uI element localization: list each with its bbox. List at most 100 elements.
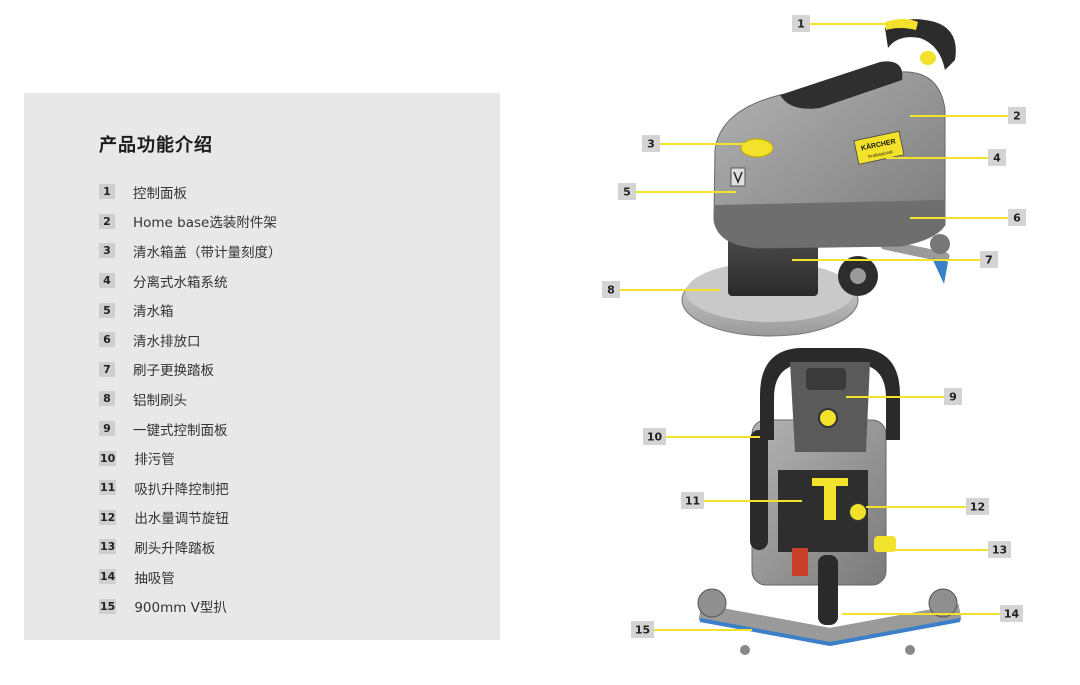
feature-number: 6 (99, 332, 115, 348)
feature-item: 11 吸扒升降控制把 (99, 473, 282, 503)
feature-label: 清水箱 (133, 304, 174, 321)
feature-item: 1 控制面板 (99, 177, 282, 207)
callout-box-12 (966, 498, 989, 515)
feature-label: 抽吸管 (134, 570, 175, 587)
callout-number-10: 10 (647, 431, 663, 444)
feature-item: 15 900mm V型扒 (99, 591, 282, 621)
callout-box-6 (1008, 209, 1026, 226)
callout-box-9 (944, 388, 962, 405)
feature-number: 4 (99, 273, 115, 289)
feature-item: 10 排污管 (99, 443, 282, 473)
water-flow-knob (848, 502, 868, 522)
feature-number: 12 (99, 509, 117, 525)
callout-number-1: 1 (797, 18, 805, 31)
feature-number: 14 (99, 569, 117, 585)
callout-box-5 (618, 183, 636, 200)
handle-yellow-grip (885, 19, 918, 30)
feature-item: 7 刷子更换踏板 (99, 355, 282, 385)
feature-item: 12 出水量调节旋钮 (99, 503, 282, 533)
feature-label: 铝制刷头 (133, 392, 187, 409)
feature-number: 7 (99, 361, 115, 377)
power-button-icon (818, 408, 838, 428)
feature-number: 1 (99, 184, 115, 200)
caster-left (740, 645, 750, 655)
callout-box-10 (643, 428, 666, 445)
handle-knob (920, 51, 936, 65)
tank-lid (780, 61, 903, 109)
panel-display (806, 368, 846, 390)
wheel-hub (850, 268, 866, 284)
scrubber-rear-view (697, 348, 962, 655)
feature-label: 刷子更换踏板 (133, 363, 214, 380)
callout-number-6: 6 (1013, 212, 1021, 225)
callout-box-13 (988, 541, 1011, 558)
callout-number-5: 5 (623, 186, 631, 199)
brush-lift-pedal (874, 536, 896, 552)
callouts: 1 2 3 4 5 6 7 8 9 10 (602, 15, 1026, 638)
scrubber-side-view: KÄRCHER Professional (681, 19, 956, 337)
squeegee-right-wheel (928, 588, 958, 618)
feature-item: 8 铝制刷头 (99, 384, 282, 414)
feature-item: 3 清水箱盖（带计量刻度） (99, 236, 282, 266)
feature-item: 14 抽吸管 (99, 562, 282, 592)
callout-number-11: 11 (685, 495, 700, 508)
v-squeegee-blade (699, 618, 961, 646)
callout-number-13: 13 (992, 544, 1007, 557)
feature-label: 出水量调节旋钮 (134, 511, 229, 528)
squeegee-blade (932, 258, 948, 284)
callout-box-11 (681, 492, 704, 509)
feature-label: Home base选装附件架 (133, 215, 277, 232)
callout-number-9: 9 (949, 391, 957, 404)
rear-handle (760, 348, 900, 440)
feature-label: 控制面板 (133, 185, 187, 202)
callout-number-15: 15 (635, 624, 650, 637)
callout-box-15 (631, 621, 654, 638)
feature-item: 5 清水箱 (99, 295, 282, 325)
callout-box-3 (642, 135, 660, 152)
feature-number: 5 (99, 302, 115, 318)
feature-label: 刷头升降踏板 (134, 540, 216, 557)
callout-box-7 (980, 251, 998, 268)
feature-label: 一键式控制面板 (133, 422, 228, 439)
feature-item: 13 刷头升降踏板 (99, 532, 282, 562)
v-logo-icon (733, 171, 743, 185)
brand-sublabel-text: Professional (868, 149, 893, 159)
water-tank-cap (740, 138, 774, 158)
callout-box-4 (988, 149, 1006, 166)
feature-label: 900mm V型扒 (134, 600, 227, 617)
callout-box-8 (602, 281, 620, 298)
body-lower-band (714, 200, 945, 248)
panel-title: 产品功能介绍 (99, 135, 213, 156)
feature-number: 2 (99, 213, 115, 229)
red-plug (792, 548, 808, 576)
callout-box-14 (1000, 605, 1023, 622)
callout-box-1 (792, 15, 810, 32)
callout-number-4: 4 (993, 152, 1001, 165)
squeegee-wheel (930, 234, 950, 254)
feature-number: 13 (99, 539, 117, 555)
handle (885, 19, 956, 70)
callout-number-8: 8 (607, 284, 615, 297)
feature-item: 9 一键式控制面板 (99, 414, 282, 444)
feature-label: 吸扒升降控制把 (134, 481, 229, 498)
brush-drive-block (728, 238, 818, 296)
callout-box-2 (1008, 107, 1026, 124)
callout-number-2: 2 (1013, 110, 1021, 123)
suction-hose (818, 555, 838, 625)
feature-label: 清水箱盖（带计量刻度） (133, 244, 282, 261)
feature-panel: 产品功能介绍 1 控制面板 2 Home base选装附件架 3 清水箱盖（带计量刻度… (24, 93, 500, 640)
feature-number: 3 (99, 243, 115, 259)
feature-number: 10 (99, 450, 117, 466)
brand-label (853, 130, 905, 165)
feature-number: 9 (99, 421, 115, 437)
callout-number-14: 14 (1004, 608, 1020, 621)
feature-number: 15 (99, 598, 117, 614)
feature-number: 11 (99, 480, 117, 496)
feature-number: 8 (99, 391, 115, 407)
v-squeegee (698, 604, 962, 644)
callout-number-12: 12 (970, 501, 985, 514)
feature-label: 排污管 (134, 452, 175, 469)
